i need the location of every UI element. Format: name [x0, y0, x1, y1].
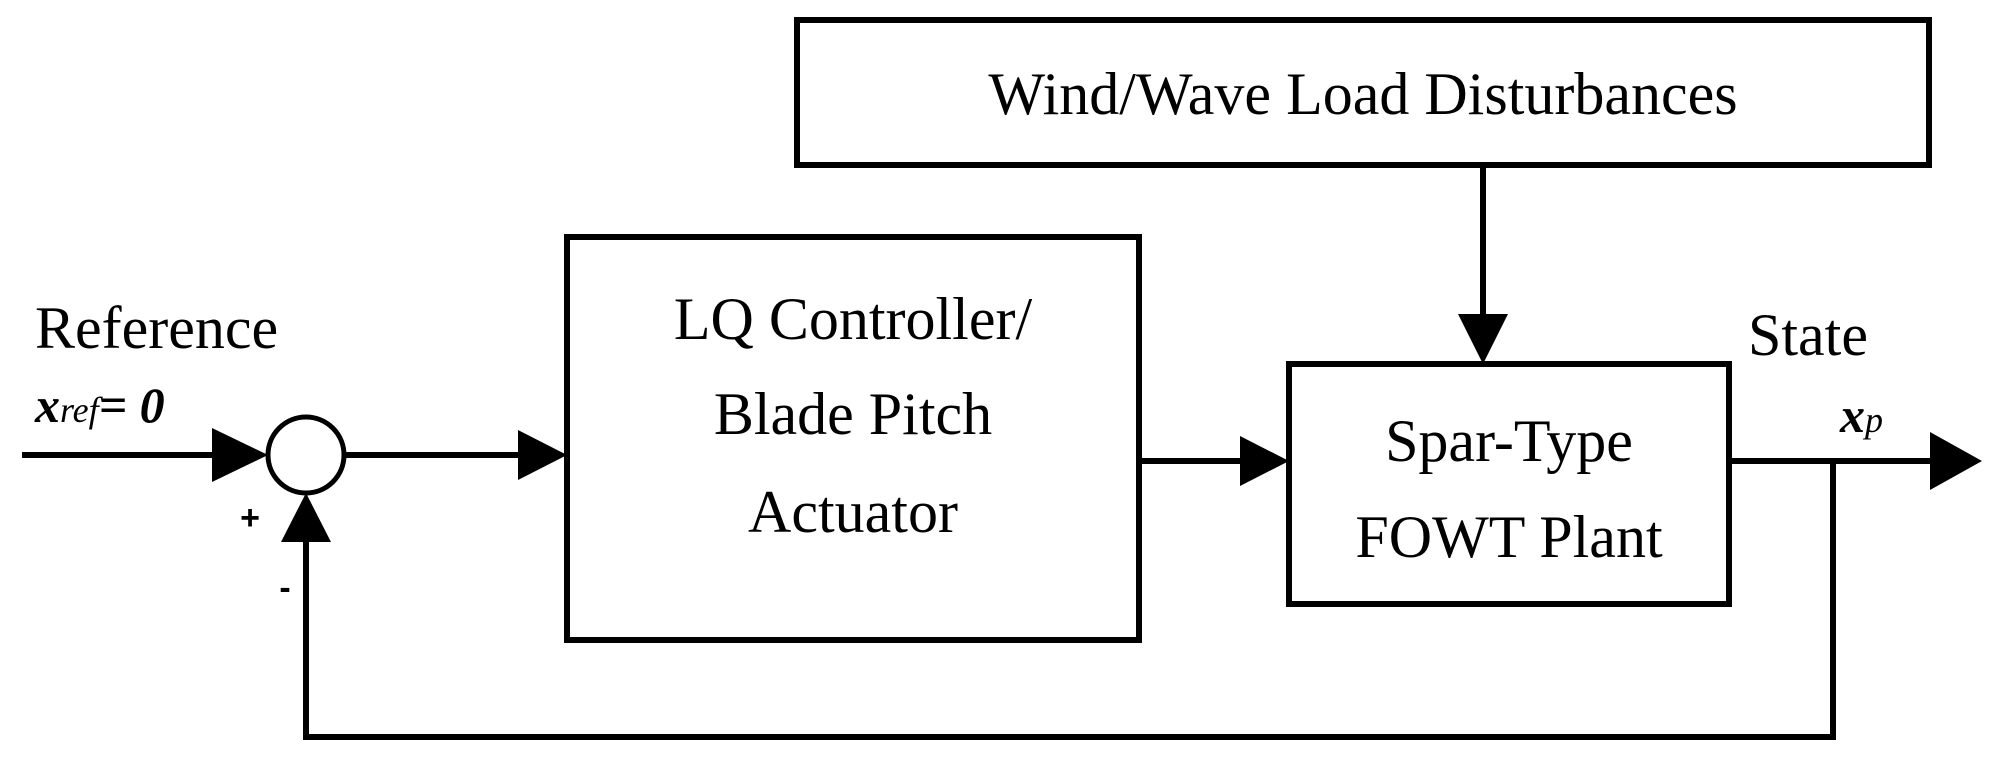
- output-signal-arrowhead: [1930, 432, 1982, 490]
- plant-label-line-1: Spar-Type: [1385, 408, 1633, 474]
- output-symbol-variable: x: [1839, 387, 1865, 443]
- error-signal-arrow: [344, 430, 567, 480]
- controller-block: LQ Controller/ Blade Pitch Actuator: [564, 234, 1142, 643]
- controller-label-line-1: LQ Controller/: [674, 286, 1033, 352]
- disturbance-signal-arrow: [1458, 165, 1508, 364]
- error-signal-arrowhead: [518, 430, 567, 480]
- feedback-arrowhead: [281, 493, 331, 542]
- disturbance-label: Wind/Wave Load Disturbances: [988, 61, 1737, 127]
- output-symbol: xp: [1839, 387, 1883, 443]
- plant-label-line-2: FOWT Plant: [1355, 504, 1663, 570]
- minus-sign: -: [279, 569, 290, 607]
- controller-label-line-3: Actuator: [748, 479, 958, 545]
- disturbance-signal-arrowhead: [1458, 314, 1508, 364]
- feedback-signal-arrow: [281, 461, 1836, 740]
- reference-symbol-subscript: ref: [60, 390, 104, 430]
- control-signal-arrowhead: [1240, 436, 1289, 486]
- feedback-signal-line: [303, 461, 1836, 740]
- output-title: State: [1748, 302, 1868, 368]
- controller-label-line-2: Blade Pitch: [714, 381, 992, 447]
- controller-block-frame: [564, 234, 1142, 643]
- plant-block: Spar-Type FOWT Plant: [1286, 361, 1732, 607]
- output-symbol-subscript: p: [1862, 400, 1883, 440]
- reference-symbol: xref= 0: [34, 377, 165, 433]
- disturbance-block: Wind/Wave Load Disturbances: [794, 17, 1932, 168]
- reference-symbol-value: = 0: [99, 377, 165, 433]
- plus-sign: +: [240, 499, 260, 537]
- summing-junction: [265, 414, 347, 496]
- plant-block-frame: [1286, 361, 1732, 607]
- control-signal-arrow: [1139, 436, 1289, 486]
- reference-symbol-variable: x: [34, 377, 60, 433]
- disturbance-block-frame: [794, 17, 1932, 168]
- reference-title: Reference: [35, 295, 278, 361]
- reference-signal-arrow: [22, 428, 268, 482]
- reference-arrowhead: [212, 428, 268, 482]
